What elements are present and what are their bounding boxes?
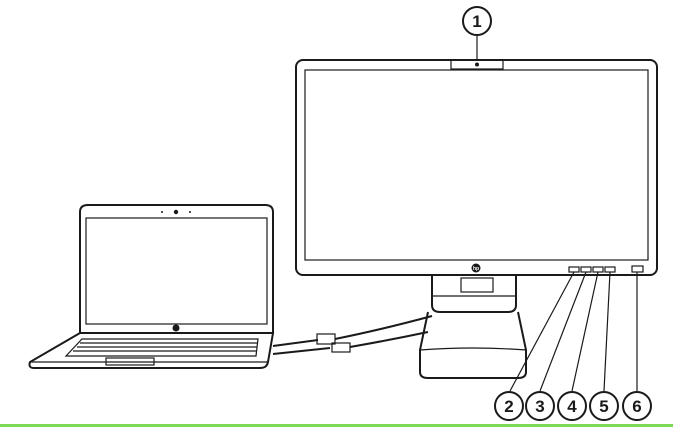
- cable-to-stand: [334, 315, 433, 340]
- leader-5: [603, 271, 611, 392]
- callout-number: 1: [472, 12, 481, 31]
- monitor-stand-base: [419, 311, 527, 379]
- cable-lower: [272, 347, 331, 355]
- laptop-screen: [85, 217, 268, 325]
- leader-3: [539, 271, 587, 392]
- callout-number: 4: [567, 397, 577, 416]
- callout-leaders: [476, 36, 638, 392]
- laptop-sensor-icon: [161, 211, 163, 213]
- laptop: [28, 204, 275, 369]
- hp-logo-icon: hp: [471, 263, 481, 273]
- callout-number: 2: [504, 397, 513, 416]
- callout-5: 5: [589, 391, 619, 421]
- laptop-sensor-icon: [189, 211, 191, 213]
- stand-base-edge: [419, 347, 527, 351]
- laptop-base: [28, 332, 275, 369]
- monitor-stand-neck: [431, 275, 517, 313]
- callout-number: 6: [632, 397, 641, 416]
- cable-upper: [272, 339, 319, 347]
- callout-6: 6: [622, 391, 652, 421]
- callout-2: 2: [494, 391, 524, 421]
- callout-number: 3: [535, 397, 544, 416]
- callout-1: 1: [462, 6, 492, 36]
- laptop-webcam-icon: [173, 209, 179, 215]
- monitor: hp: [295, 59, 658, 379]
- monitor-screen: [304, 69, 649, 261]
- laptop-keyboard: [64, 338, 259, 357]
- callout-number: 5: [599, 397, 608, 416]
- hp-logo-icon: [172, 324, 180, 332]
- monitor-control-buttons: [568, 265, 644, 273]
- svg-text:hp: hp: [473, 266, 479, 272]
- callout-4: 4: [557, 391, 587, 421]
- callout-3: 3: [525, 391, 555, 421]
- cable-connector: [331, 342, 351, 353]
- laptop-touchpad: [105, 357, 155, 366]
- monitor-bezel: [295, 59, 658, 276]
- laptop-lid: [79, 204, 274, 334]
- cable-to-stand: [349, 331, 429, 348]
- leader-2: [509, 271, 575, 392]
- webcam-lens-icon: [475, 62, 479, 67]
- connection-cables: [272, 315, 433, 355]
- bottom-rule: [0, 424, 673, 427]
- stand-neck-panel: [460, 277, 494, 293]
- leader-4: [571, 271, 599, 392]
